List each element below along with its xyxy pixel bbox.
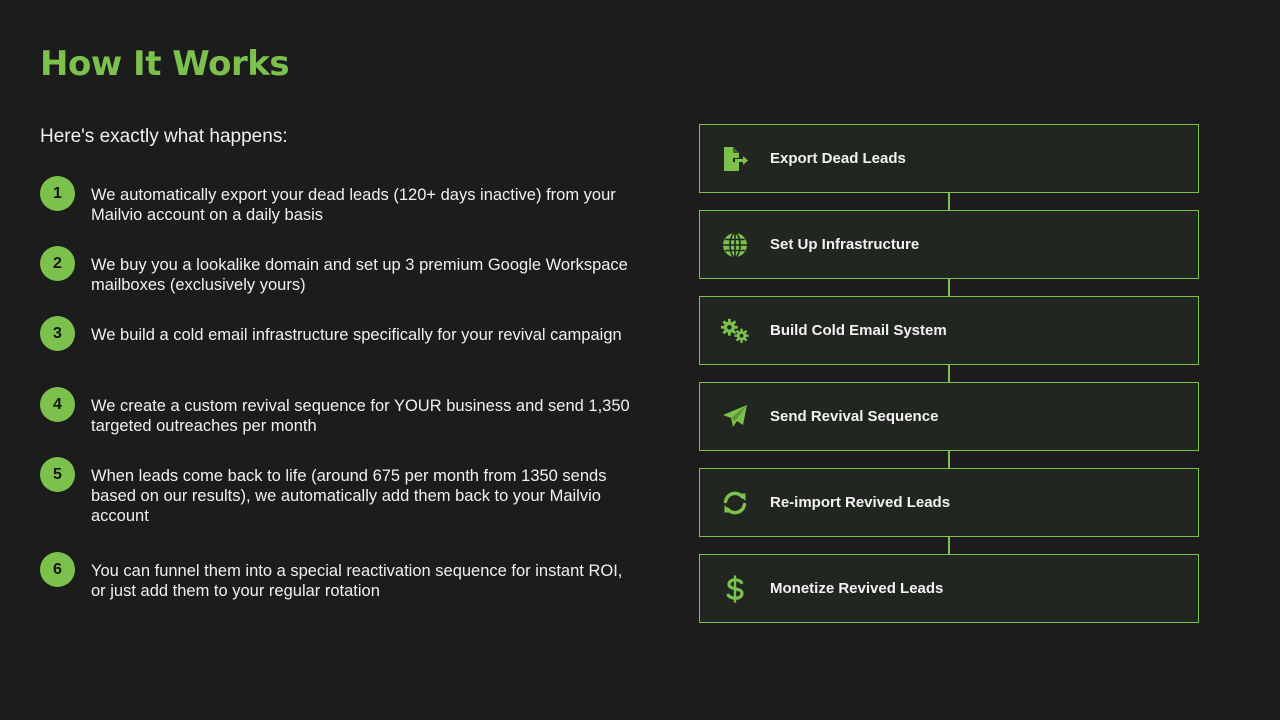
gears-icon [720,316,750,346]
flow-step-send: Send Revival Sequence [699,382,1199,451]
globe-icon [720,230,750,260]
dollar-icon [720,574,750,604]
step-text: You can funnel them into a special react… [91,562,623,600]
paper-plane-icon [720,402,750,432]
flow-step-label: Set Up Infrastructure [770,236,920,253]
step-item: 3 We build a cold email infrastructure s… [40,316,630,351]
step-number-badge: 2 [40,246,75,281]
flow-step-label: Export Dead Leads [770,150,906,167]
step-number-badge: 4 [40,387,75,422]
file-export-icon [720,144,750,174]
intro-text: Here's exactly what happens: [40,126,288,147]
flow-step-label: Send Revival Sequence [770,408,939,425]
step-number-badge: 5 [40,457,75,492]
sync-icon [720,488,750,518]
flow-step-reimport: Re-import Revived Leads [699,468,1199,537]
flow-step-build: Build Cold Email System [699,296,1199,365]
step-number-badge: 6 [40,552,75,587]
step-text: We build a cold email infrastructure spe… [91,326,622,344]
step-number-badge: 3 [40,316,75,351]
step-item: 4 We create a custom revival sequence fo… [40,387,630,436]
step-text: When leads come back to life (around 675… [91,467,607,525]
flow-step-monetize: Monetize Revived Leads [699,554,1199,623]
step-item: 5 When leads come back to life (around 6… [40,457,630,526]
flow-step-label: Monetize Revived Leads [770,580,944,597]
page-title: How It Works [40,44,290,84]
step-item: 6 You can funnel them into a special rea… [40,552,630,601]
step-text: We automatically export your dead leads … [91,186,616,224]
step-number-badge: 1 [40,176,75,211]
flow-step-export: Export Dead Leads [699,124,1199,193]
step-item: 2 We buy you a lookalike domain and set … [40,246,630,295]
step-item: 1 We automatically export your dead lead… [40,176,630,225]
step-text: We buy you a lookalike domain and set up… [91,256,628,294]
step-text: We create a custom revival sequence for … [91,397,630,435]
flow-step-label: Re-import Revived Leads [770,494,951,511]
flow-step-label: Build Cold Email System [770,322,947,339]
flow-step-infrastructure: Set Up Infrastructure [699,210,1199,279]
